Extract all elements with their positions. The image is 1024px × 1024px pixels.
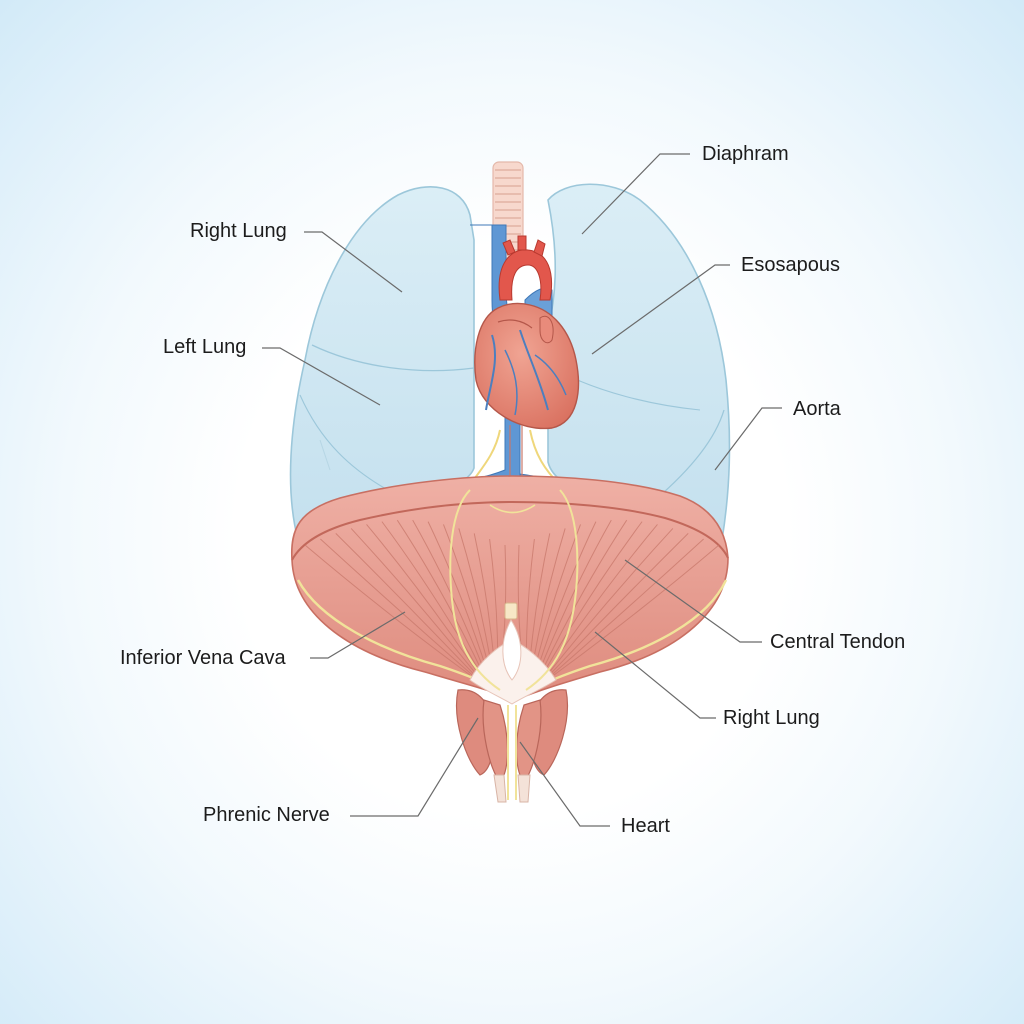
label-aorta: Aorta: [793, 398, 841, 420]
leader-diaphram: [581, 153, 690, 235]
diaphragm: [290, 475, 729, 705]
label-heart: Heart: [621, 815, 670, 837]
label-central-tendon: Central Tendon: [770, 631, 906, 653]
leader-right-lung: [304, 231, 403, 293]
leader-aorta: [714, 407, 782, 471]
leader-phrenic-nerve: [350, 717, 479, 817]
leader-central-tendon: [624, 559, 762, 643]
label-right-lung-2: Right Lung: [723, 707, 820, 729]
heart-illustration: [474, 235, 580, 430]
leader-heart: [519, 741, 610, 827]
label-inferior-vena-cava: Inferior Vena Cava: [120, 647, 286, 669]
label-diaphram: Diaphram: [702, 143, 789, 165]
leader-right-lung-2: [594, 631, 716, 719]
label-left-lung: Left Lung: [163, 336, 247, 358]
leader-left-lung: [262, 347, 381, 406]
label-right-lung: Right Lung: [190, 220, 287, 242]
leader-esosapous: [591, 264, 730, 355]
leader-inferior-vena-cava: [310, 611, 406, 659]
label-esosapous: Esosapous: [741, 254, 840, 276]
diaphragm-crura: [456, 689, 568, 803]
label-phrenic-nerve: Phrenic Nerve: [203, 804, 330, 826]
leader-lines: [262, 153, 782, 827]
